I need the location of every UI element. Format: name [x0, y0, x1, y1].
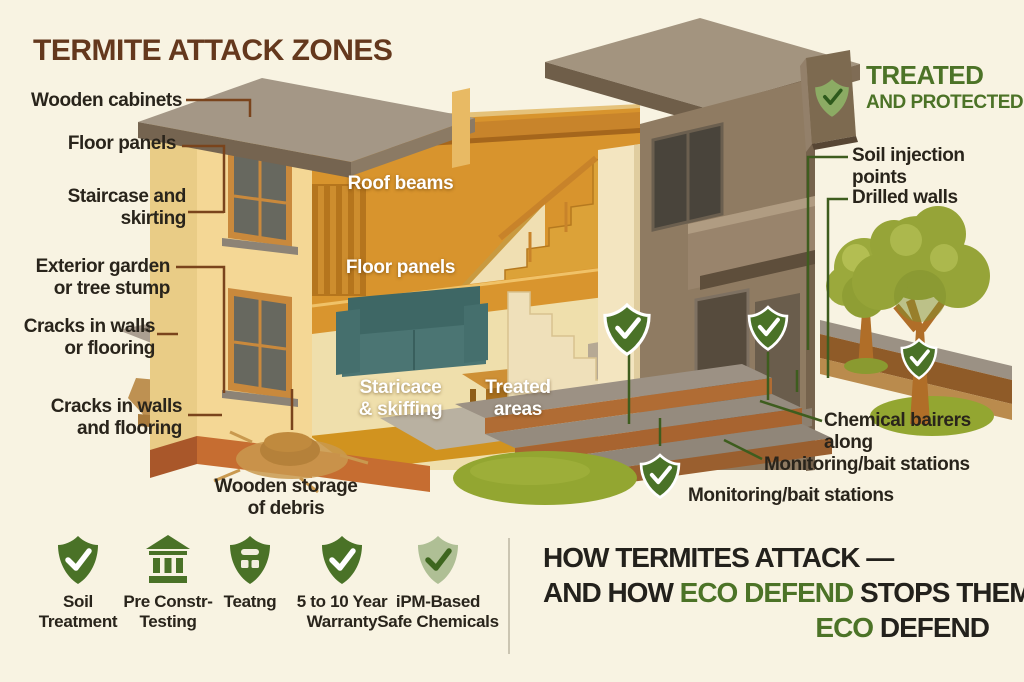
tower-window — [651, 122, 724, 232]
footer-heading: HOW TERMITES ATTACK — AND HOW ECO DEFEND… — [543, 540, 1024, 645]
feature-soil-treatment: Soil Treatment — [16, 534, 140, 632]
feature-pre-construction-testing: Pre Constr- Testing — [106, 534, 230, 632]
grass-patch — [453, 451, 637, 505]
and-protected-heading: AND PROTECTED — [866, 92, 1024, 113]
label-wooden-cabinets: Wooden cabinets — [31, 90, 182, 111]
right-building — [545, 18, 860, 471]
label-exterior-garden: Exterior garden or tree stump — [35, 256, 171, 300]
label-drilled-walls: Drilled walls — [852, 187, 958, 208]
upper-window — [222, 148, 298, 255]
wood-slat-panel — [312, 184, 366, 296]
brand-name: ECO DEFEND — [679, 577, 855, 608]
label-monitoring-stations-2: Monitoring/bait stations — [688, 485, 894, 506]
shield-storage-icon — [230, 536, 270, 584]
feature-warranty: 5 to 10 Year Warranty — [280, 534, 404, 632]
feature-treating: Teatng — [188, 534, 312, 612]
label-cracks-or-flooring: Cracks in walls or flooring — [23, 316, 156, 360]
shield-check-icon — [58, 536, 98, 584]
treated-heading: TREATED — [866, 60, 984, 90]
label-interior-staircase: Staricace & skiffing — [358, 377, 443, 420]
footer-line-3: ECO DEFEND — [815, 612, 990, 643]
footer-line-2: AND HOW ECO DEFEND STOPS THEM — [543, 577, 1024, 608]
debris-mound — [213, 430, 369, 494]
footer-line-1: HOW TERMITES ATTACK — — [543, 542, 894, 573]
label-monitoring-stations-1: Monitoring/bait stations — [764, 454, 970, 475]
label-chemical-barriers: Chemical bairers along — [824, 410, 971, 454]
protection-connector-lines — [627, 155, 848, 461]
balcony — [688, 196, 815, 290]
shield-check-light-icon — [418, 536, 458, 584]
lower-window — [222, 288, 298, 407]
label-wooden-storage: Wooden storage of debris — [214, 476, 358, 520]
label-floor-panels: Floor panels — [67, 133, 177, 154]
label-soil-injection: Soil injection points — [852, 145, 965, 189]
left-building — [150, 108, 430, 492]
attack-connector-lines — [157, 98, 294, 430]
page-title: TERMITE ATTACK ZONES — [33, 34, 393, 67]
building-icon — [146, 535, 190, 583]
label-staircase-skirting: Staircase and skirting — [67, 186, 187, 230]
label-interior-floor-panels: Floor panels — [345, 257, 456, 278]
label-treated-areas: Treated areas — [485, 377, 551, 420]
footer-divider — [508, 538, 510, 654]
big-tree — [852, 206, 990, 424]
sofa — [336, 286, 488, 377]
shield-check-icon — [322, 536, 362, 584]
feature-safe-chemicals: iPM-Based Safe Chemicals — [372, 534, 504, 632]
label-roof-beams: Roof beams — [347, 173, 454, 194]
brand-name: ECO — [815, 612, 874, 643]
label-cracks-and-flooring: Cracks in walls and flooring — [50, 396, 183, 440]
